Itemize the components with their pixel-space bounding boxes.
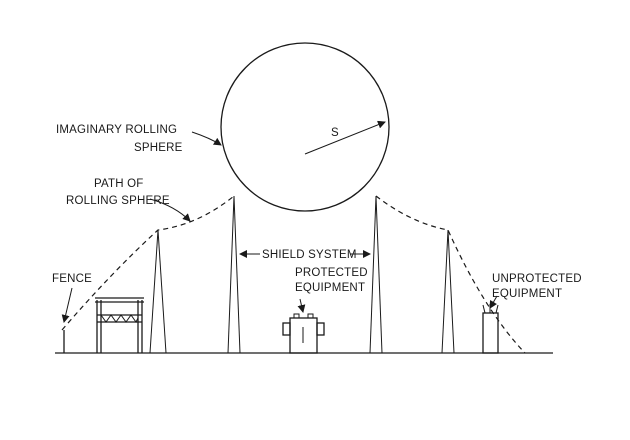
shield-mast-left — [149, 229, 167, 354]
protected-equipment-label-line1: PROTECTED — [295, 267, 368, 279]
rolling-sphere-path — [61, 195, 235, 331]
path-leader — [149, 198, 191, 222]
shield-mast-center-right — [369, 195, 383, 354]
rolling-sphere-label-line1: IMAGINARY ROLLING — [56, 124, 177, 136]
radius-arrow — [304, 120, 386, 155]
protected-equipment-pointer — [297, 298, 306, 313]
unprotected-equipment-pointer — [489, 295, 498, 309]
shield-mast-center-left — [227, 195, 241, 354]
rolling-sphere-leader — [191, 131, 222, 146]
unprotected-equipment — [482, 304, 499, 354]
unprotected-equipment-label-line2: EQUIPMENT — [492, 288, 562, 300]
unprotected-equipment-label-line1: UNPROTECTED — [492, 273, 582, 285]
protected-equipment — [282, 313, 325, 354]
substation-frame — [95, 297, 144, 353]
fence-label: FENCE — [52, 273, 92, 285]
rolling-sphere — [220, 42, 390, 212]
fence-pointer — [61, 287, 73, 323]
protected-equipment-label-line2: EQUIPMENT — [295, 282, 365, 294]
rolling-sphere-path-right — [375, 195, 526, 354]
path-label-line2: ROLLING SPHERE — [66, 195, 170, 207]
path-label-line1: PATH OF — [94, 178, 144, 190]
shield-system-label: SHIELD SYSTEM — [262, 249, 357, 261]
rolling-sphere-label-line2: SPHERE — [134, 142, 183, 154]
radius-label: S — [331, 127, 339, 139]
shield-mast-right — [441, 229, 455, 354]
